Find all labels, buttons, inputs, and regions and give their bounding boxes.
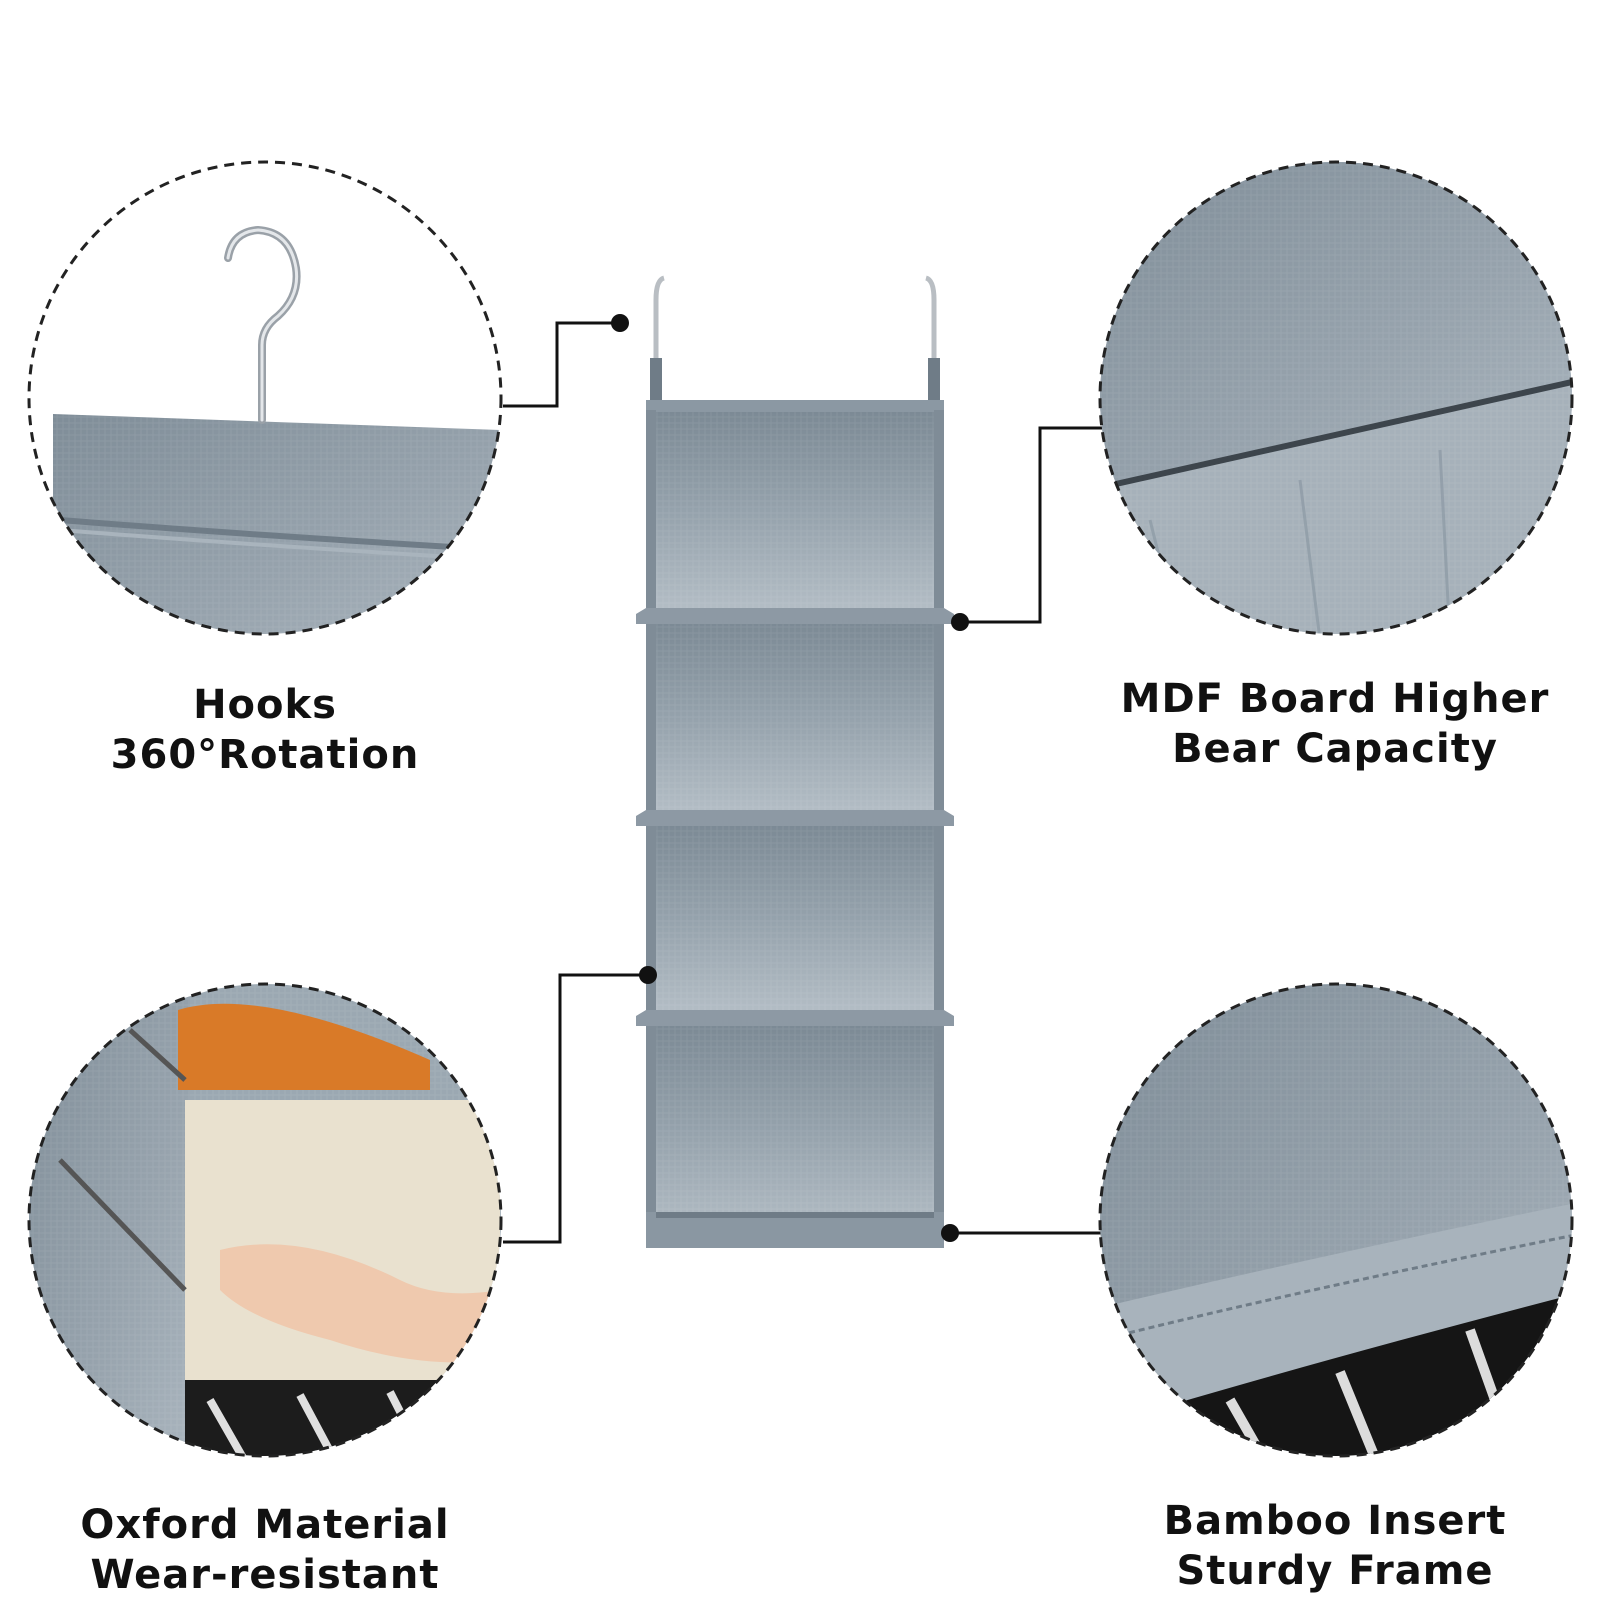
mdf-shelf [636,1010,954,1026]
callout-dot [941,1224,959,1242]
detail-circle-mdf [1098,160,1574,636]
mdf-shelf [636,608,954,624]
caption-oxford: Oxford Material Wear-resistant [40,1500,490,1600]
hanging-organizer [636,275,954,1248]
left-hook-icon [653,275,665,395]
detail-circle-hooks [27,160,503,636]
detail-circle-oxford [27,982,503,1458]
caption-mdf: MDF Board Higher Bear Capacity [1100,674,1570,774]
detail-circle-bamboo [1098,982,1574,1458]
leader-lines [503,314,1102,1244]
callout-dot [611,314,629,332]
caption-hooks: Hooks 360°Rotation [40,680,490,780]
caption-mdf-line2: Bear Capacity [1172,726,1498,772]
callout-dot [951,613,969,631]
right-hook-icon [925,275,937,395]
caption-bamboo: Bamboo Insert Sturdy Frame [1100,1496,1570,1596]
orange-towel [178,1003,430,1090]
hand [220,1244,500,1363]
caption-mdf-line1: MDF Board Higher [1120,676,1550,722]
callout-dot [639,966,657,984]
mdf-shelf [636,810,954,826]
caption-bamboo-line1: Bamboo Insert [1163,1498,1507,1544]
caption-oxford-line1: Oxford Material [80,1502,450,1548]
caption-hooks-line2: 360°Rotation [110,732,420,778]
caption-oxford-line2: Wear-resistant [90,1552,440,1598]
caption-bamboo-line2: Sturdy Frame [1176,1548,1494,1594]
caption-hooks-line1: Hooks [193,682,337,728]
